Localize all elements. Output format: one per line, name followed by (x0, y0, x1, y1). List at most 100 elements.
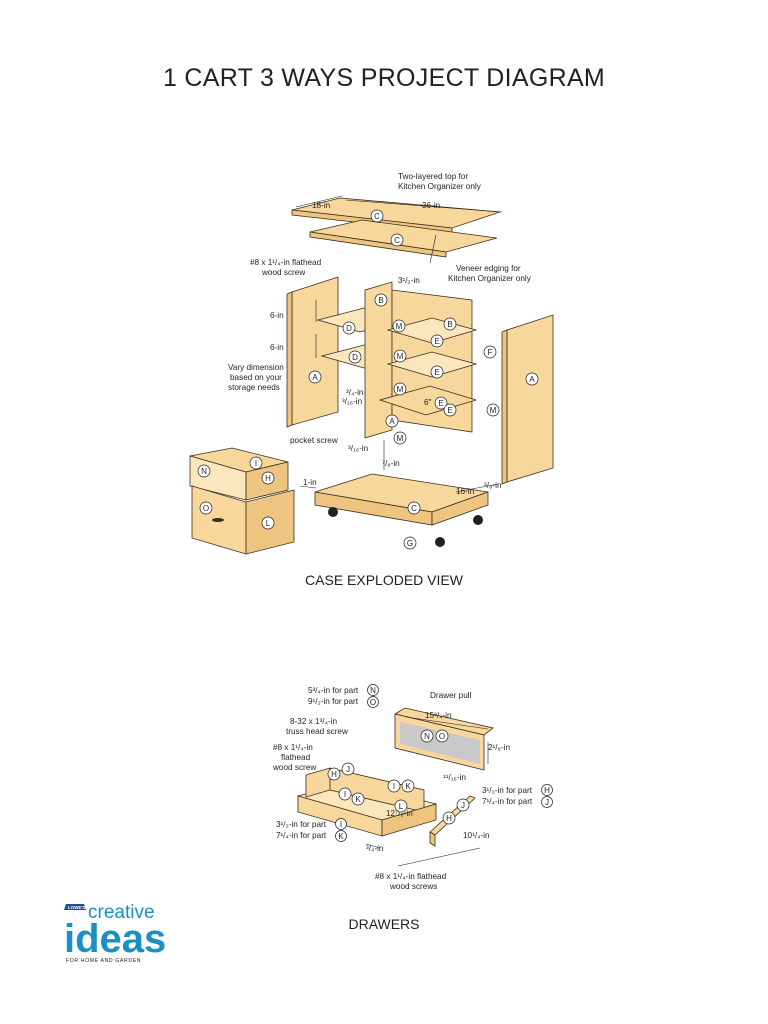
label-dim-18: 18-in (312, 201, 331, 210)
svg-text:I: I (393, 782, 395, 791)
label-dim-15: 15³/₄-in (425, 711, 452, 720)
label-n-dim: 5³/₄-in for part (308, 686, 359, 695)
part-callout: E (443, 403, 457, 417)
label-dim-3-16: ³/₁₆-in (342, 397, 363, 406)
part-callout: I (335, 818, 347, 830)
svg-text:C: C (411, 504, 417, 513)
shelf-e-bottom (378, 385, 478, 416)
label-dim-11-16: ¹¹/₁₆-in (443, 773, 466, 782)
label-vary: Vary dimension (228, 363, 284, 372)
part-callout: M (393, 349, 407, 363)
part-callout: B (443, 317, 457, 331)
label-top-note: Two-layered top for (398, 172, 468, 181)
part-callout: I (249, 456, 263, 470)
svg-text:M: M (490, 406, 497, 415)
label-h-dim: 3¹/₂-in for part (482, 786, 533, 795)
part-callout: C (407, 501, 421, 515)
label-wood-screws: #8 x 1¹/₄-in flathead (375, 872, 447, 881)
part-callout: N (197, 464, 211, 478)
label-dim-16: 16-in (456, 487, 475, 496)
svg-text:J: J (346, 765, 350, 774)
svg-text:LOWE'S: LOWE'S (68, 905, 86, 910)
svg-text:E: E (434, 337, 439, 346)
svg-text:E: E (447, 406, 452, 415)
part-callout: J (341, 762, 355, 776)
part-callout: A (385, 414, 399, 428)
logo-word-creative: creative (88, 902, 155, 923)
case-caption: CASE EXPLODED VIEW (305, 572, 463, 588)
label-dim-6: 6-in (270, 311, 284, 320)
part-callout: K (401, 779, 415, 793)
label-dim-1: 1-in (303, 478, 317, 487)
label-dim-3-8: ³/₈-in (484, 481, 502, 490)
part-callout: L (394, 799, 408, 813)
svg-text:K: K (338, 832, 344, 841)
svg-text:L: L (266, 519, 271, 528)
part-callout: I (338, 787, 352, 801)
svg-text:F: F (488, 348, 493, 357)
label-dim-3-4: ³/₄-in (366, 844, 384, 853)
svg-text:G: G (407, 539, 413, 548)
label-j-dim: 7¹/₄-in for part (482, 797, 533, 806)
label-dim-3-4: ³/₄-in (346, 388, 364, 397)
svg-text:I: I (344, 790, 346, 799)
label-dim-2-1-8: 2¹/₈-in (488, 743, 510, 752)
svg-text:H: H (265, 474, 271, 483)
label-wood-screws: wood screws (389, 882, 437, 891)
svg-text:M: M (396, 322, 403, 331)
label-top-note: Kitchen Organizer only (398, 182, 482, 191)
part-callout: O (199, 501, 213, 515)
svg-text:N: N (370, 686, 376, 695)
part-callout: J (456, 798, 470, 812)
label-screw: #8 x 1¹/₄-in flathead (250, 258, 322, 267)
svg-text:D: D (352, 353, 358, 362)
part-callout: H (541, 784, 553, 796)
part-callout: L (261, 516, 275, 530)
part-callout: C (390, 233, 404, 247)
label-flathead: flathead (281, 753, 311, 762)
svg-text:L: L (399, 802, 404, 811)
part-callout: N (367, 684, 379, 696)
label-dim-12: 12⁷/₈-in (386, 809, 413, 818)
page-title: 1 CART 3 WAYS PROJECT DIAGRAM (162, 64, 606, 92)
svg-text:A: A (529, 375, 535, 384)
right-side-panel (506, 314, 554, 483)
label-veneer: Kitchen Organizer only (448, 274, 532, 283)
part-callout: A (308, 370, 322, 384)
label-drawer-pull: Drawer pull (430, 691, 472, 700)
drawers-caption: DRAWERS (348, 916, 420, 932)
part-callout: E (430, 334, 444, 348)
left-side-panel (291, 276, 339, 426)
part-callout: C (370, 209, 384, 223)
part-callout: D (342, 321, 356, 335)
svg-text:O: O (203, 504, 209, 513)
part-callout: D (348, 350, 362, 364)
svg-text:H: H (544, 786, 550, 795)
caster-wheel (473, 515, 483, 525)
part-callout: I (387, 779, 401, 793)
label-pocket-screw: pocket screw (290, 436, 338, 445)
label-dim-6: 6-in (270, 343, 284, 352)
svg-text:O: O (439, 732, 445, 741)
label-o-dim: 9¹/₂-in for part (308, 697, 359, 706)
part-callout: O (367, 696, 379, 708)
label-dim-36: 36-in (422, 201, 441, 210)
caster-wheel (328, 507, 338, 517)
label-k-dim: 7¹/₄-in for part (276, 831, 327, 840)
svg-text:B: B (447, 320, 452, 329)
part-callout: A (525, 372, 539, 386)
part-callout: M (393, 382, 407, 396)
part-callout: E (434, 396, 448, 410)
label-truss: 8-32 x 1³/₄-in (290, 717, 337, 726)
svg-text:D: D (346, 324, 352, 333)
svg-text:J: J (545, 798, 549, 807)
svg-text:I: I (340, 820, 342, 829)
label-screw: wood screw (261, 268, 305, 277)
part-callout: H (327, 767, 341, 781)
part-callout: O (435, 729, 449, 743)
svg-text:M: M (397, 385, 404, 394)
logo-tagline: FOR HOME AND GARDEN (66, 958, 141, 964)
label-veneer: Veneer edging for (456, 264, 521, 273)
label-dim-3-16: ³/₁₆-in (348, 444, 369, 453)
svg-text:J: J (461, 801, 465, 810)
